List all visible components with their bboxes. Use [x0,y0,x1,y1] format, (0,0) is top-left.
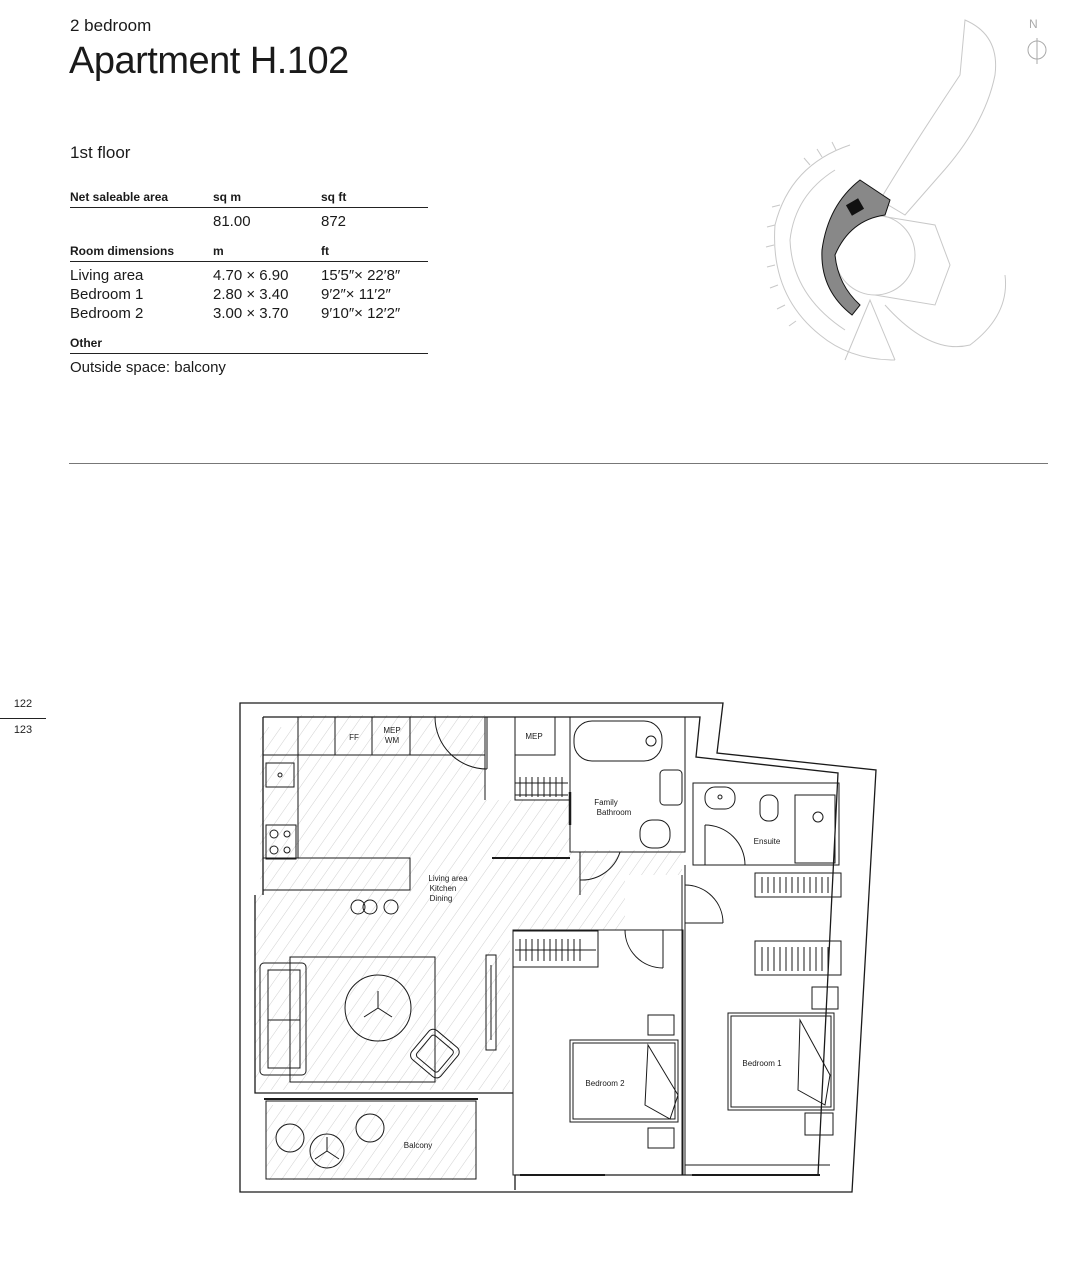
sofa-icon [259,962,307,1076]
dimension-row: Bedroom 2 3.00 × 3.70 9′10″× 12′2″ [70,305,401,322]
outside-space: Outside space: balcony [70,359,226,376]
key-plan [765,19,1007,361]
area-sqm: 81.00 [213,213,251,230]
wardrobe-bedroom-1a [754,872,842,898]
wardrobe-rail-hall [515,777,568,797]
label-family-1: Family [594,798,618,807]
balcony-chair-icon [355,1113,385,1143]
label-living-1: Living area [428,874,468,883]
ensuite-room [692,782,840,866]
wardrobe-bedroom-1b [754,940,842,976]
other-table: Other Outside space: balcony [70,336,428,377]
wardrobe-bedroom-2 [512,930,599,968]
area-table: Net saleable area sq m sq ft 81.00 872 [70,190,428,231]
north-arrow-icon [1027,38,1047,64]
label-bedroom-1: Bedroom 1 [742,1059,782,1068]
coffee-table-icon [344,974,412,1042]
toilet-icon [639,819,671,849]
apartment-type: 2 bedroom [70,16,152,35]
label-balcony: Balcony [404,1141,432,1150]
dimension-row: Bedroom 1 2.80 × 3.40 9′2″× 11′2″ [70,286,391,303]
living-floor-hatch [255,715,682,1180]
dimension-row: Living area 4.70 × 6.90 15′5″× 22′8″ [70,267,401,284]
armchair-icon [410,1028,460,1079]
area-sqft: 872 [321,213,347,230]
key-plan-wing [879,19,997,216]
balcony-table-icon [309,1133,345,1169]
bed-2-icon [569,1039,679,1123]
basin-icon [659,769,683,806]
label-mep: MEP [525,732,542,741]
balcony-floor-hatch [266,1105,476,1180]
page-number-right: 123 [13,724,33,736]
key-plan-outer-ring [774,144,896,361]
dimensions-unit-m: m [213,244,224,258]
label-mep-wm-1: MEP [383,726,400,735]
other-heading: Other [70,336,103,350]
page-title: Apartment H.102 [69,40,349,82]
label-bedroom-2: Bedroom 2 [585,1079,625,1088]
key-plan-unit-highlight [845,198,865,216]
outer-wall [239,702,877,1193]
label-mep-wm-2: WM [385,736,400,745]
label-ensuite: Ensuite [754,837,781,846]
north-label: N [1029,17,1038,31]
dimensions-table: Room dimensions m ft Living area 4.70 × … [70,244,428,323]
dimensions-heading: Room dimensions [70,244,175,258]
ensuite-toilet-icon [759,794,779,822]
family-bathroom [569,716,686,853]
ensuite-basin-icon [704,786,736,810]
label-living-2: Kitchen [430,884,457,893]
balcony [265,1100,477,1180]
label-ff: FF [349,733,359,742]
floor-plan: FF MEP WM MEP Family Bathroom Ensuite Li… [239,702,877,1193]
label-family-2: Bathroom [597,808,632,817]
bedroom-2-tv [485,954,497,1051]
area-unit-ft: sq ft [321,190,347,204]
balcony-chair-icon [275,1123,305,1153]
dimensions-unit-ft: ft [321,244,329,258]
page-number-left: 122 [13,698,33,710]
floor-label: 1st floor [70,143,131,162]
area-heading: Net saleable area [70,190,169,204]
bed-1-icon [727,1012,835,1111]
ensuite-shower [794,794,836,864]
section-divider [69,463,1048,464]
label-living-3: Dining [430,894,453,903]
page-number-divider [0,718,46,719]
area-unit-m: sq m [213,190,242,204]
bathtub-icon [573,720,663,762]
